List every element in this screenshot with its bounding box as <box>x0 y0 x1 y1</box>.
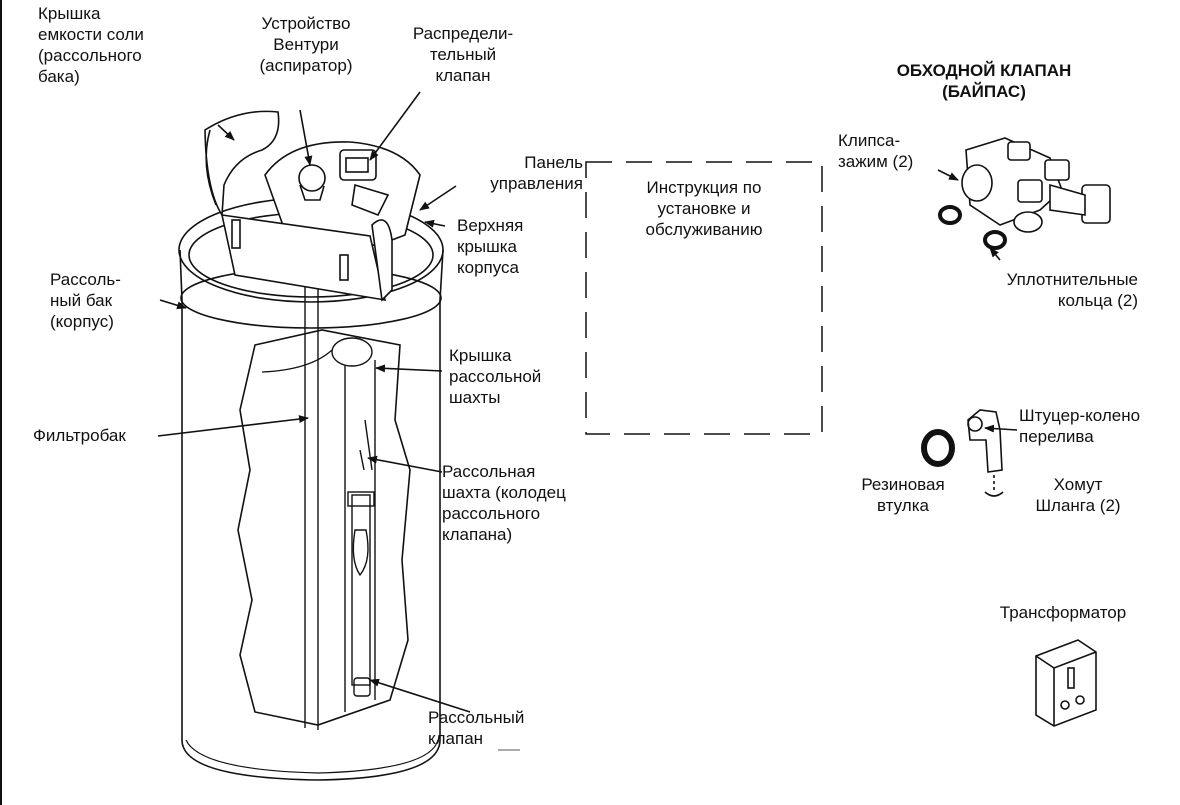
label-brine-tank: Рассоль- ный бак (корпус) <box>50 269 121 332</box>
label-hose-clamp: Хомут Шланга (2) <box>1015 474 1141 516</box>
label-distributor-valve: Распредели- тельный клапан <box>390 23 536 86</box>
cutaway-section <box>238 330 410 725</box>
label-brine-well-cover: Крышка рассольной шахты <box>449 345 541 408</box>
label-o-rings: Уплотнительные кольца (2) <box>996 269 1138 311</box>
label-brine-valve: Рассольный клапан <box>428 707 524 749</box>
label-top-cover: Верхняя крышка корпуса <box>457 215 523 278</box>
label-brine-well: Рассольная шахта (колодец рассольного кл… <box>442 461 566 545</box>
control-head <box>205 111 420 300</box>
label-bypass-title: ОБХОДНОЙ КЛАПАН (БАЙПАС) <box>876 60 1092 102</box>
label-filter-tank: Фильтробак <box>33 425 126 446</box>
label-brine-tank-lid: Крышка емкости соли (рассольного бака) <box>38 3 144 87</box>
label-overflow-elbow: Штуцер-колено перелива <box>1019 405 1140 447</box>
label-control-panel: Панель управления <box>455 152 583 194</box>
label-transformer: Трансформатор <box>975 602 1151 623</box>
label-venturi: Устройство Вентури (аспиратор) <box>253 13 359 76</box>
bypass-valve-drawing <box>940 138 1110 248</box>
label-rubber-grommet: Резиновая втулка <box>848 474 958 516</box>
label-clip: Клипса- зажим (2) <box>838 130 913 172</box>
transformer-drawing <box>1036 640 1096 726</box>
label-manual: Инструкция по установке и обслуживанию <box>608 177 800 240</box>
